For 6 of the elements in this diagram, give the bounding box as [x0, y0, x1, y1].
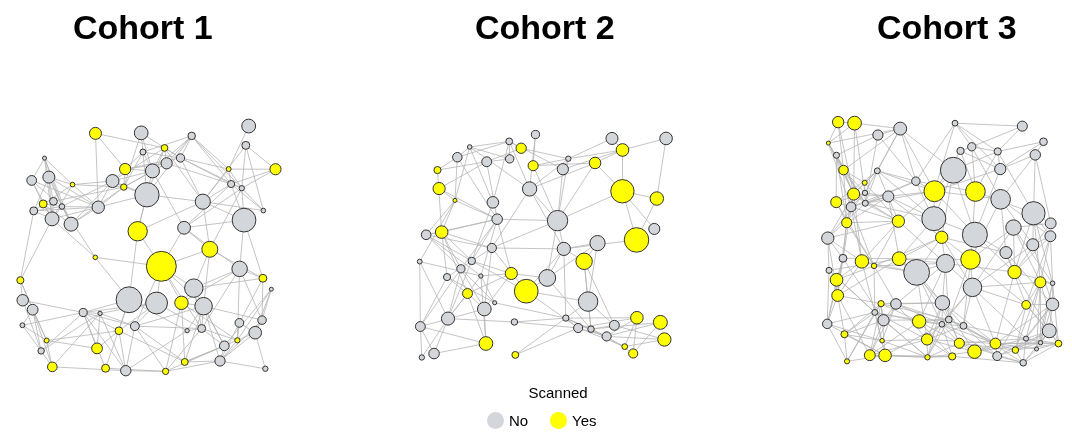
legend-title: Scanned — [528, 384, 588, 401]
legend-label: Yes — [572, 412, 597, 429]
chart-title: Cohort 1 — [73, 8, 213, 47]
chart-title: Cohort 2 — [475, 8, 615, 47]
legend-label: No — [509, 412, 529, 429]
chart-title: Cohort 3 — [877, 8, 1017, 47]
